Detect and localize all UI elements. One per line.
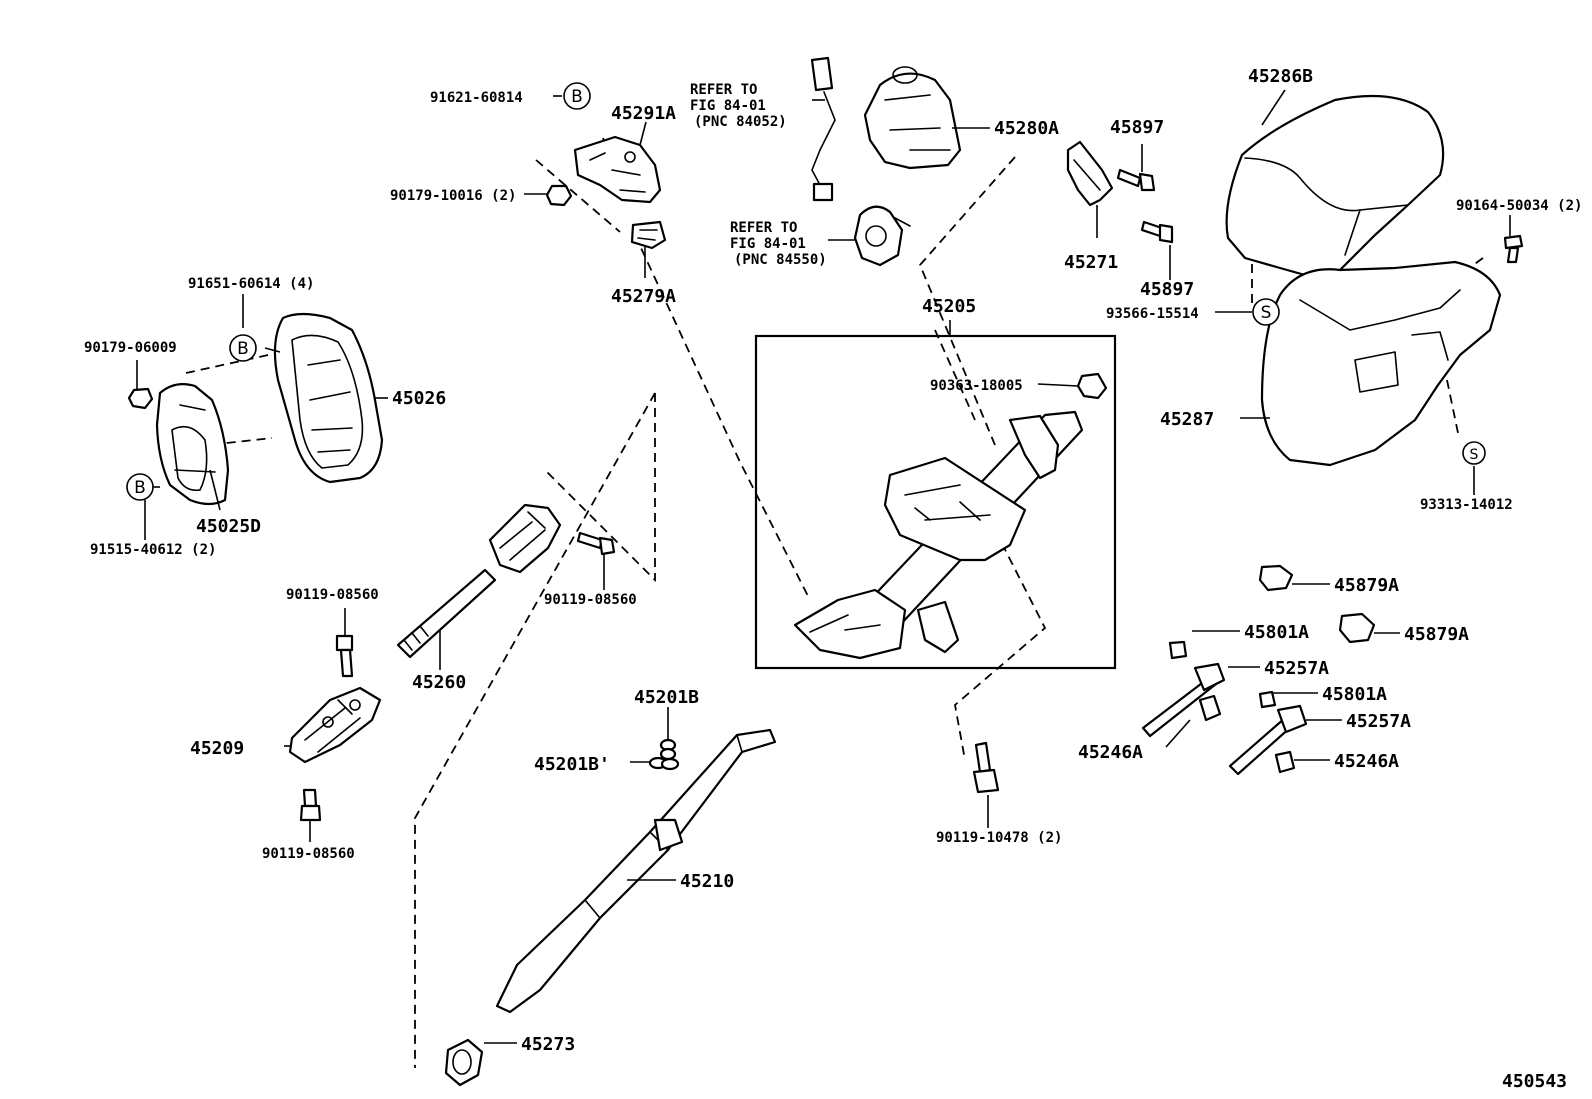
label-45257A-a: 45257A (1264, 658, 1329, 679)
bolt-90119-08560-a-drawing (335, 634, 354, 678)
label-45257A-b: 45257A (1346, 711, 1411, 732)
lever-set-1-drawing (1141, 640, 1226, 738)
label-45201B-a: 45201B (634, 687, 699, 708)
bracket-45271-drawing (1066, 140, 1114, 207)
symbol-s-letter: S (1470, 447, 1479, 463)
label-90179-06009: 90179-06009 (84, 340, 177, 356)
bracket-45291A-drawing (573, 135, 662, 204)
label-91621-60814: 91621-60814 (430, 90, 523, 106)
symbol-b-letter: B (571, 87, 583, 107)
label-45291A: 45291A (611, 103, 676, 124)
label-90179-10016: 90179-10016 (2) (390, 188, 516, 204)
screw-90164-50034-drawing (1503, 234, 1524, 264)
bushing-45273-drawing (444, 1038, 484, 1087)
symbol-b-cover: B (229, 334, 257, 362)
symbol-s-letter: S (1261, 303, 1272, 323)
label-45897-b: 45897 (1140, 279, 1194, 300)
bolt-90119-08560-c-drawing (299, 788, 322, 822)
refer-b-line2: FIG 84-01 (730, 236, 806, 252)
symbol-s-upper: S (1252, 298, 1280, 326)
label-45273: 45273 (521, 1034, 575, 1055)
label-90119-10478: 90119-10478 (2) (936, 830, 1062, 846)
screw-45897-b-drawing (1140, 220, 1174, 244)
clip-45279A-drawing (630, 220, 667, 250)
label-90119-08560-b: 90119-08560 (544, 592, 637, 608)
leader-lines (136, 89, 1511, 1044)
label-45286B: 45286B (1248, 66, 1313, 87)
label-45280A: 45280A (994, 118, 1059, 139)
column-45205-drawing (793, 410, 1084, 660)
pad-45879A-b-drawing (1338, 612, 1376, 644)
label-90119-08560-c: 90119-08560 (262, 846, 355, 862)
plate-45025D-drawing (155, 383, 230, 506)
symbol-b-letter: B (134, 478, 146, 498)
steering-column-box (754, 334, 1117, 670)
label-45026: 45026 (392, 388, 446, 409)
label-90164-50034: 90164-50034 (2) (1456, 198, 1582, 214)
label-45801A-b: 45801A (1322, 684, 1387, 705)
diagram-code: 450543 (1502, 1071, 1567, 1092)
symbol-b-letter: B (237, 339, 249, 359)
refer-a-line1: REFER TO (690, 82, 757, 98)
label-93313-14012: 93313-14012 (1420, 497, 1513, 513)
label-45205: 45205 (922, 296, 976, 317)
refer-b-line3: (PNC 84550) (734, 252, 827, 268)
nut-90179-10016-drawing (545, 184, 573, 207)
label-45279A: 45279A (611, 286, 676, 307)
label-91515-40612: 91515-40612 (2) (90, 542, 216, 558)
label-45210: 45210 (680, 871, 734, 892)
label-45201B-b: 45201B' (534, 754, 610, 775)
connector-84052-drawing (810, 56, 836, 202)
label-45209: 45209 (190, 738, 244, 759)
label-91651-60614: 91651-60614 (4) (188, 276, 314, 292)
symbol-b-top: B (563, 82, 591, 110)
label-45025D: 45025D (196, 516, 261, 537)
label-45879A-a: 45879A (1334, 575, 1399, 596)
part-labels: 91621-60814 45291A 90179-10016 (2) 45279… (84, 66, 1582, 1092)
cover-45286B-drawing (1225, 94, 1445, 277)
cover-45026-drawing (273, 312, 384, 484)
shaft-45260-drawing (396, 503, 562, 659)
label-45271: 45271 (1064, 252, 1118, 273)
label-45287: 45287 (1160, 409, 1214, 430)
label-90119-08560-a: 90119-08560 (286, 587, 379, 603)
bolt-90119-10478-drawing (972, 741, 1000, 794)
screw-45897-a-drawing (1116, 168, 1156, 192)
shaft-45210-drawing (495, 728, 777, 1014)
symbol-s-lower: S (1462, 441, 1486, 465)
label-45246A-b: 45246A (1334, 751, 1399, 772)
label-90363-18005: 90363-18005 (930, 378, 1023, 394)
pad-45879A-a-drawing (1258, 564, 1294, 592)
label-45260: 45260 (412, 672, 466, 693)
lever-set-2-drawing (1228, 690, 1308, 776)
rings-45201B-drawing (648, 738, 680, 771)
refer-b-line1: REFER TO (730, 220, 797, 236)
refer-a-line3: (PNC 84052) (694, 114, 787, 130)
bolt-90119-08560-b-drawing (576, 531, 616, 556)
symbol-b-plate: B (126, 473, 154, 501)
switch-84550-drawing (853, 205, 911, 267)
nut-90179-06009-drawing (127, 387, 154, 410)
label-45879A-b: 45879A (1404, 624, 1469, 645)
lock-45280A-drawing (863, 66, 962, 170)
label-93566-15514: 93566-15514 (1106, 306, 1199, 322)
refer-a-line2: FIG 84-01 (690, 98, 766, 114)
joint-45209-drawing (288, 686, 382, 764)
label-45246A-a: 45246A (1078, 742, 1143, 763)
label-45801A-a: 45801A (1244, 622, 1309, 643)
cap-90363-18005-drawing (1076, 372, 1108, 400)
label-45897-a: 45897 (1110, 117, 1164, 138)
cover-45287-drawing (1260, 260, 1502, 467)
